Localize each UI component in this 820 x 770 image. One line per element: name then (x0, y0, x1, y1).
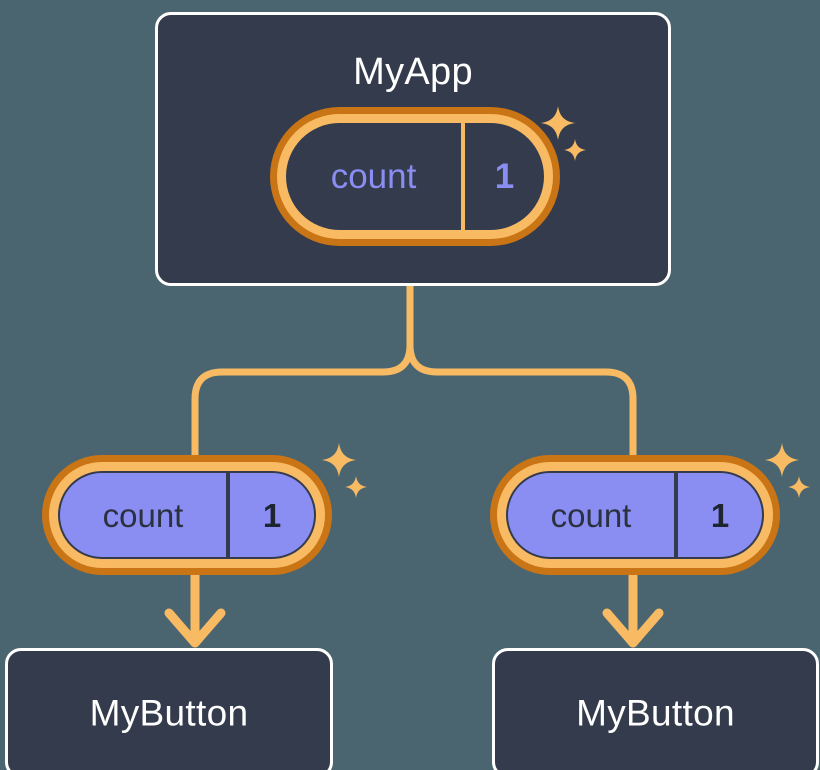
state-key-root: count (330, 157, 417, 196)
arrow-left-head (164, 608, 226, 648)
state-value-child-1: 1 (674, 473, 762, 557)
sparkle-four-point-small-icon (788, 476, 810, 498)
state-pill-child-1-body: count 1 (506, 471, 764, 559)
state-pill-child-0[interactable]: count 1 (42, 455, 332, 575)
component-title-myapp: MyApp (353, 51, 473, 93)
component-card-mybutton-right[interactable]: MyButton (492, 648, 819, 770)
wire-split-to-right (406, 341, 637, 459)
state-value-root: 1 (461, 123, 544, 230)
component-title-mybutton-right: MyButton (576, 692, 735, 734)
state-pill-child-1[interactable]: count 1 (490, 455, 780, 575)
arrow-right-head (602, 608, 664, 648)
state-value-child-0: 1 (226, 473, 314, 557)
state-pill-root-ring: count 1 (277, 114, 553, 239)
component-card-mybutton-left[interactable]: MyButton (5, 648, 333, 770)
state-pill-root-body: count 1 (286, 123, 544, 230)
state-key-child-1: count (550, 496, 632, 534)
sparkle-four-point-icon (765, 443, 799, 477)
state-pill-root[interactable]: count 1 (270, 107, 560, 246)
sparkle-four-point-small-icon (345, 476, 367, 498)
state-pill-child-1-ring: count 1 (497, 462, 773, 568)
component-title-mybutton-left: MyButton (89, 692, 249, 734)
sparkle-four-point-icon (322, 443, 356, 477)
state-pill-child-0-body: count 1 (58, 471, 316, 559)
state-key-child-0: count (102, 496, 184, 534)
state-pill-child-0-ring: count 1 (49, 462, 325, 568)
wire-root-to-split (191, 282, 414, 459)
